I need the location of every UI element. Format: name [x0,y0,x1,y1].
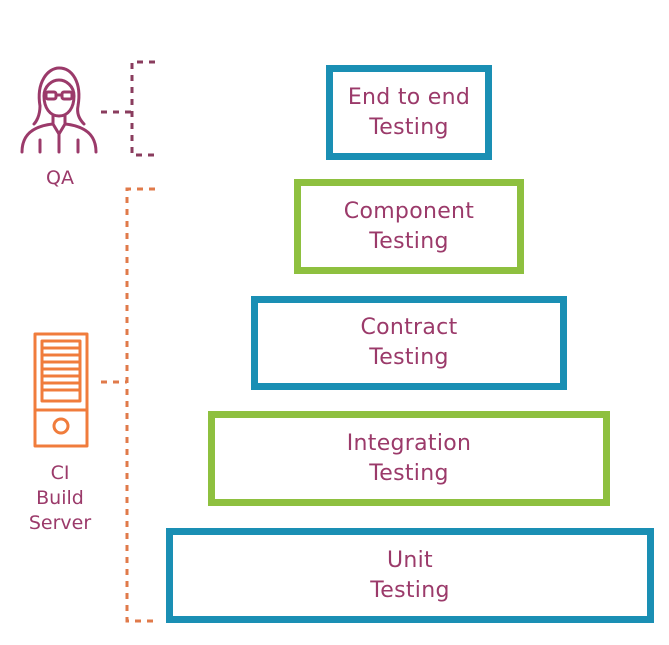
layer-label-line: Unit [387,547,433,573]
layer-end-to-end-testing: End to end Testing [326,65,492,160]
layer-label-line: Contract [360,315,458,340]
person-icon [20,66,98,154]
qa-label: QA [46,167,74,189]
ci-build-server-label: CI Build Server [10,461,110,536]
layer-label-line: Testing [369,460,449,486]
layer-label-line: Component [343,198,475,224]
layer-integration-testing: Integration Testing [208,411,610,506]
layer-label-line: Testing [369,345,449,370]
ci-label-line: CI [50,462,70,484]
layer-component-testing: Component Testing [294,179,524,274]
server-icon [33,332,89,448]
ci-bracket [101,187,155,623]
ci-label-line: Build [36,487,84,509]
layer-contract-testing: Contract Testing [251,296,567,390]
layer-unit-testing: Unit Testing [166,528,654,623]
layer-label-line: Testing [369,114,449,140]
layer-label-line: End to end [347,84,471,110]
layer-label-line: Integration [346,430,472,456]
layer-label-line: Testing [369,228,449,254]
ci-label-line: Server [28,512,92,534]
qa-bracket [101,60,155,157]
layer-label-line: Testing [370,577,450,603]
